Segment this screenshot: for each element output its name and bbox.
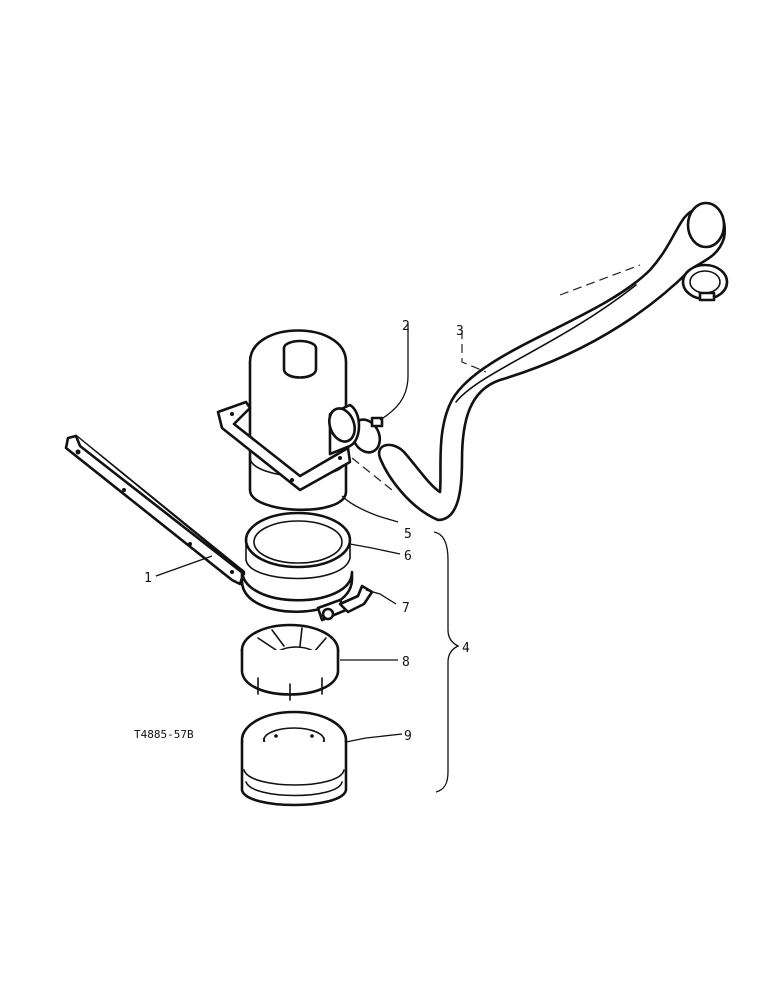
callout-6: 6 <box>404 549 412 564</box>
callout-7: 7 <box>402 601 410 616</box>
callout-9: 9 <box>404 729 412 744</box>
callout-labels: 1 2 3 4 5 6 7 8 9 <box>144 319 470 744</box>
hose-clamp-upper <box>681 263 729 302</box>
figure-reference-code: T4885-57B <box>134 728 194 741</box>
clamp-band <box>240 568 374 622</box>
callout-8: 8 <box>402 655 410 670</box>
leader-lines <box>155 324 460 793</box>
gasket-ring <box>244 511 352 580</box>
assembly-guide-lines <box>351 264 641 491</box>
callout-5: 5 <box>404 527 412 542</box>
oil-cup <box>240 710 348 807</box>
intake-hose <box>377 201 727 522</box>
mounting-bracket <box>64 434 246 586</box>
mounting-strap <box>216 400 352 492</box>
filter-element <box>240 623 340 701</box>
callout-4: 4 <box>462 641 470 656</box>
callout-1: 1 <box>144 571 152 586</box>
callout-3: 3 <box>456 324 464 339</box>
callout-2: 2 <box>402 319 410 334</box>
